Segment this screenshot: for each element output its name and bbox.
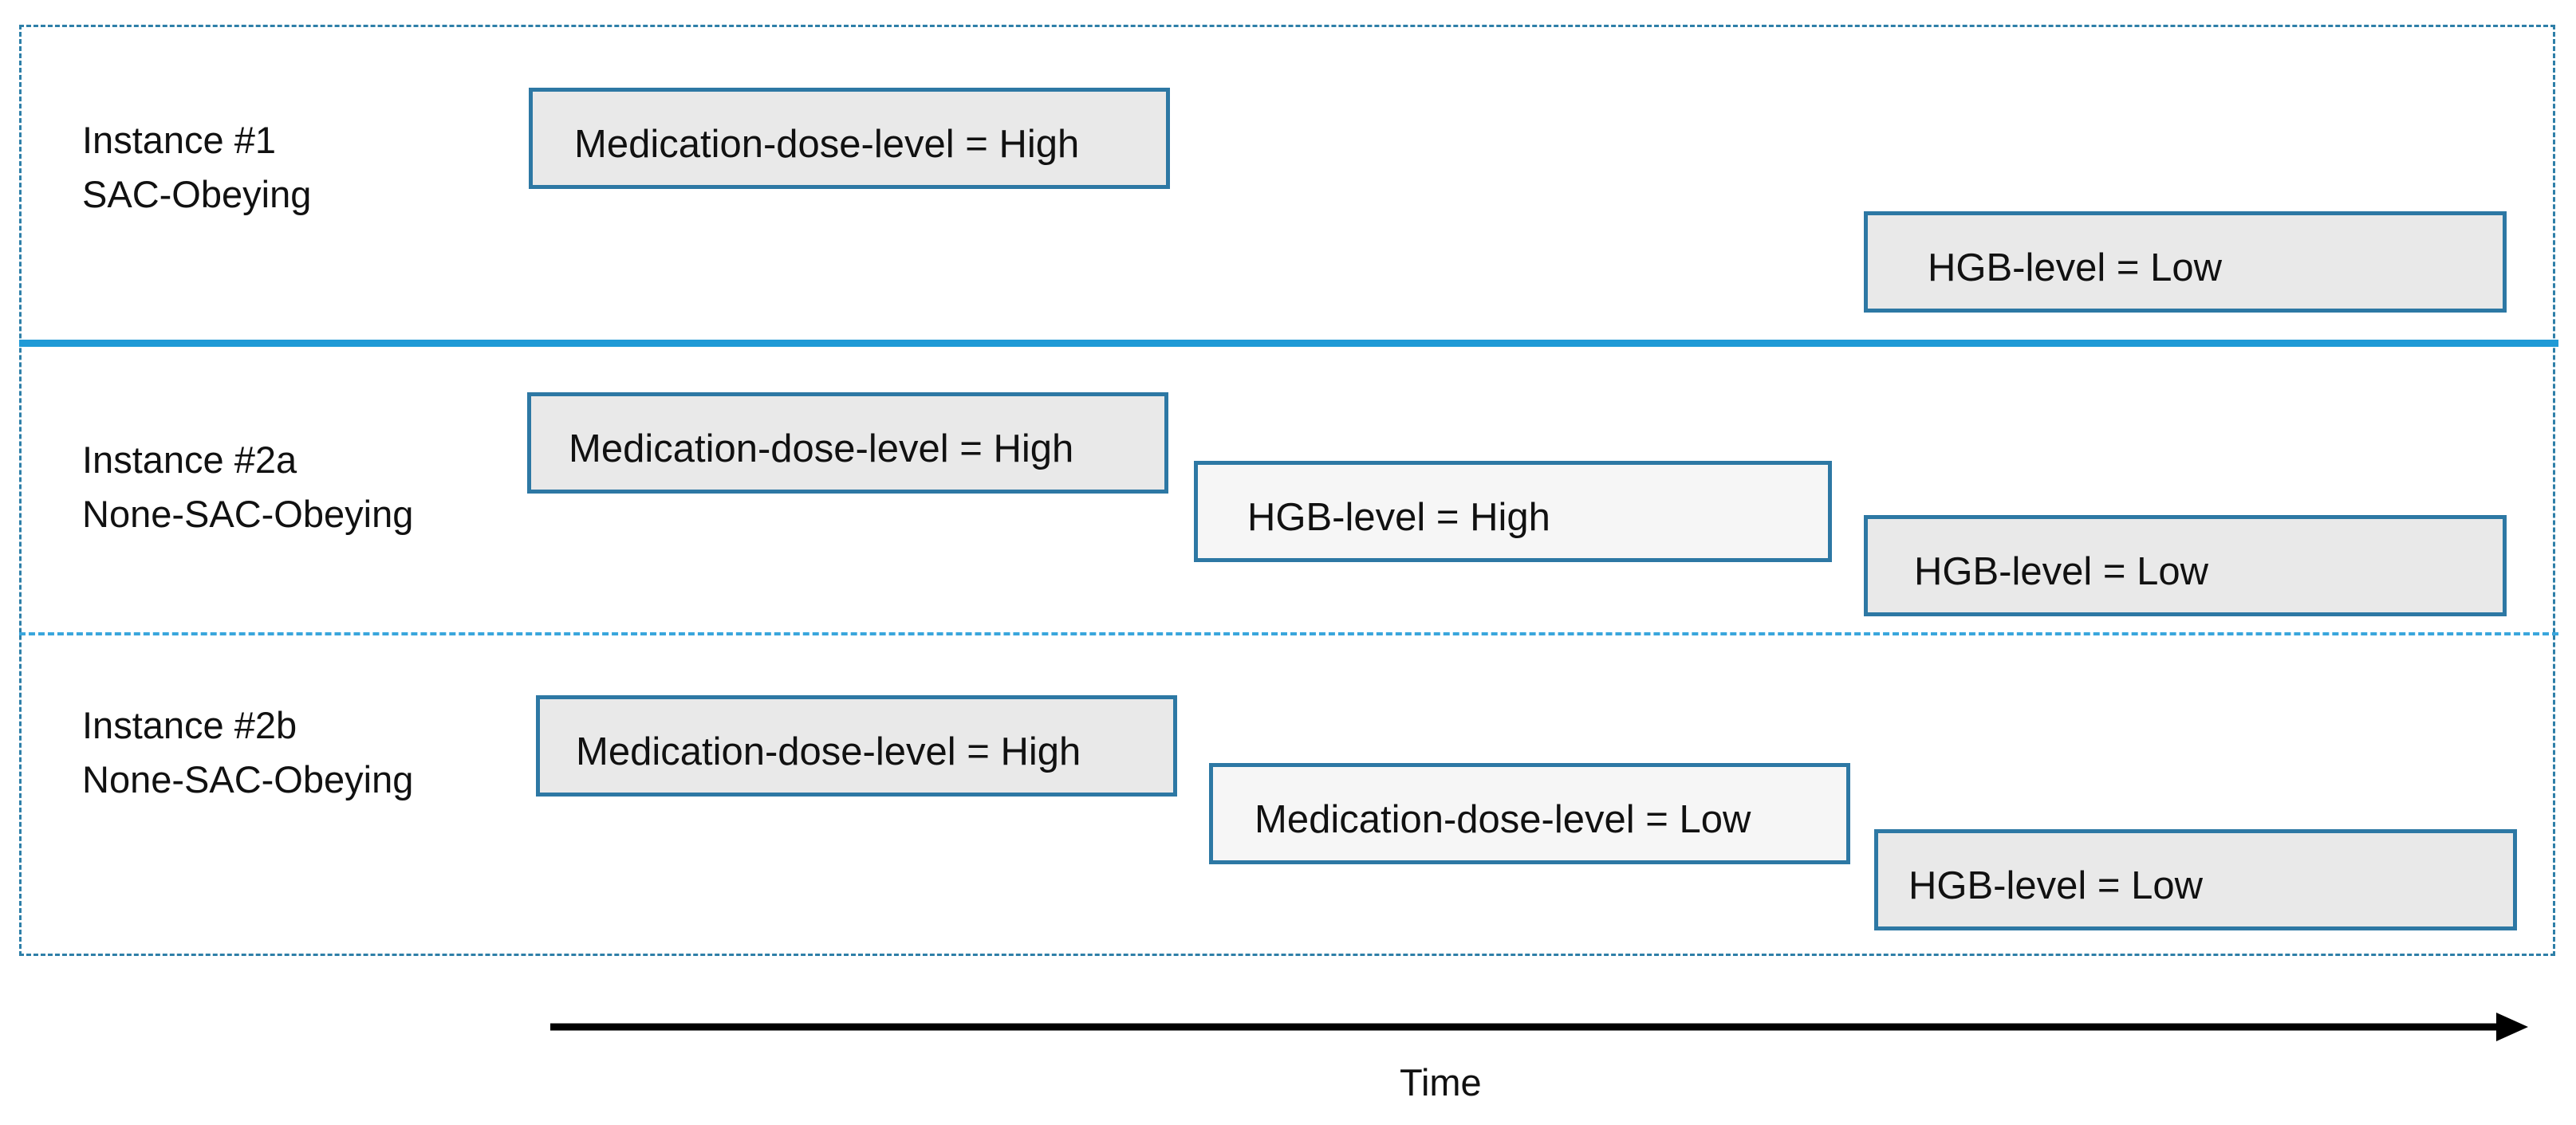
instance-2a-label: Instance #2a None-SAC-Obeying bbox=[82, 433, 413, 541]
instance-2b-label: Instance #2b None-SAC-Obeying bbox=[82, 698, 413, 807]
instance-1-label: Instance #1 SAC-Obeying bbox=[82, 113, 311, 222]
instance-1-title: Instance #1 bbox=[82, 119, 277, 161]
instance-1-interval-medication-high: Medication-dose-level = High bbox=[529, 88, 1170, 189]
instance-2b-title: Instance #2b bbox=[82, 704, 297, 746]
instance-2b-interval-hgb-low: HGB-level = Low bbox=[1874, 829, 2517, 930]
instance-2a-interval-medication-high: Medication-dose-level = High bbox=[527, 392, 1168, 494]
instance-2b-type: None-SAC-Obeying bbox=[82, 758, 414, 800]
instance-2b-interval-medication-high: Medication-dose-level = High bbox=[536, 695, 1177, 797]
instance-2a-type: None-SAC-Obeying bbox=[82, 493, 414, 535]
instance-1-type: SAC-Obeying bbox=[82, 173, 312, 215]
instance-divider-solid bbox=[19, 340, 2558, 347]
instance-2b-interval-medication-low: Medication-dose-level = Low bbox=[1209, 763, 1850, 864]
time-axis-label: Time bbox=[1400, 1061, 1482, 1103]
instance-2a-interval-hgb-low: HGB-level = Low bbox=[1864, 515, 2507, 616]
instance-divider-dashed bbox=[19, 632, 2558, 635]
time-axis-arrowhead bbox=[2496, 1013, 2528, 1041]
diagram-frame bbox=[19, 25, 2555, 956]
instance-2a-interval-hgb-high: HGB-level = High bbox=[1194, 461, 1832, 562]
instance-1-interval-hgb-low: HGB-level = Low bbox=[1864, 211, 2507, 313]
instance-2a-title: Instance #2a bbox=[82, 439, 297, 481]
time-axis-arrow bbox=[550, 1013, 2528, 1041]
